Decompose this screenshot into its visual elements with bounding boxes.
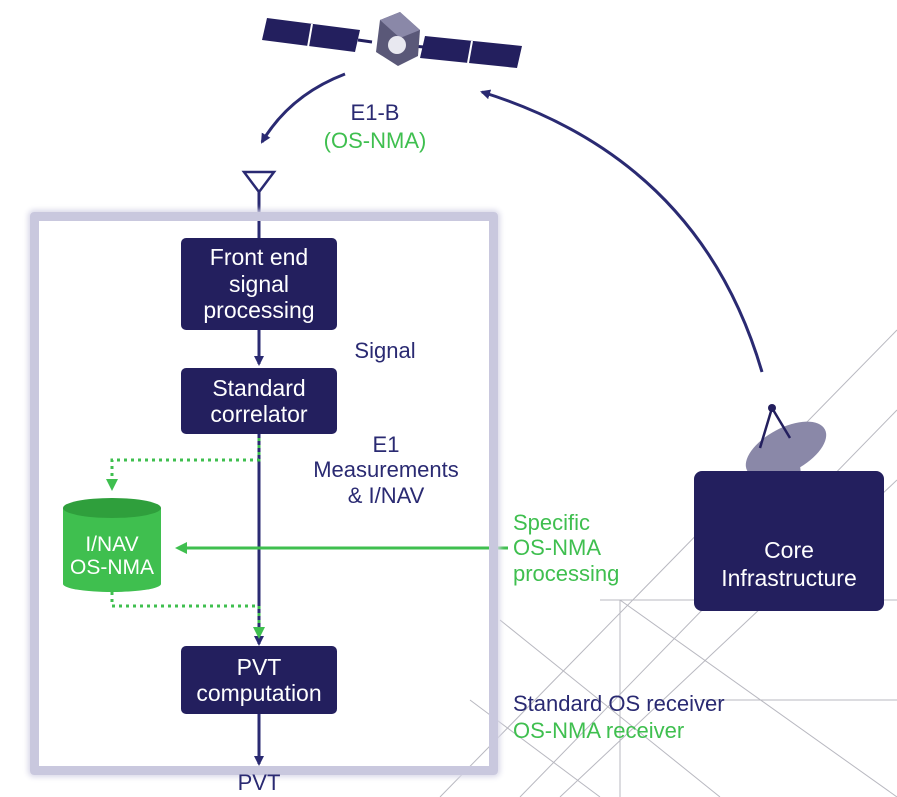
correlator-block: Standard correlator [181, 368, 337, 434]
antenna-icon [241, 170, 277, 195]
legend-standard-receiver: Standard OS receiver [513, 691, 725, 716]
core-infrastructure-block [694, 471, 884, 611]
dotted-flow-to-database [106, 438, 261, 491]
database-icon [63, 498, 161, 592]
database-label: I/NAV OS-NMA [70, 533, 154, 580]
downlink-arrow [260, 72, 346, 144]
pvt-output-label: PVT [237, 770, 281, 795]
signal-sublabel: (OS-NMA) [323, 128, 427, 153]
core-infrastructure-label: Core Infrastructure [721, 537, 857, 591]
specific-processing-label: Specific OS-NMA processing [513, 510, 620, 586]
legend-osnma-receiver: OS-NMA receiver [513, 718, 685, 743]
pvt-computation-block: PVT computation [181, 646, 337, 714]
uplink-arrow [480, 89, 764, 373]
front-end-block: Front end signal processing [181, 238, 337, 330]
satellite-icon [262, 12, 522, 68]
signal-label: E1-B [350, 100, 400, 125]
receiver-frame [30, 212, 498, 775]
measurements-label: E1 Measurements & I/NAV [313, 432, 459, 508]
dotted-flow-from-database [110, 592, 265, 639]
signal-flow-label: Signal [354, 338, 416, 363]
